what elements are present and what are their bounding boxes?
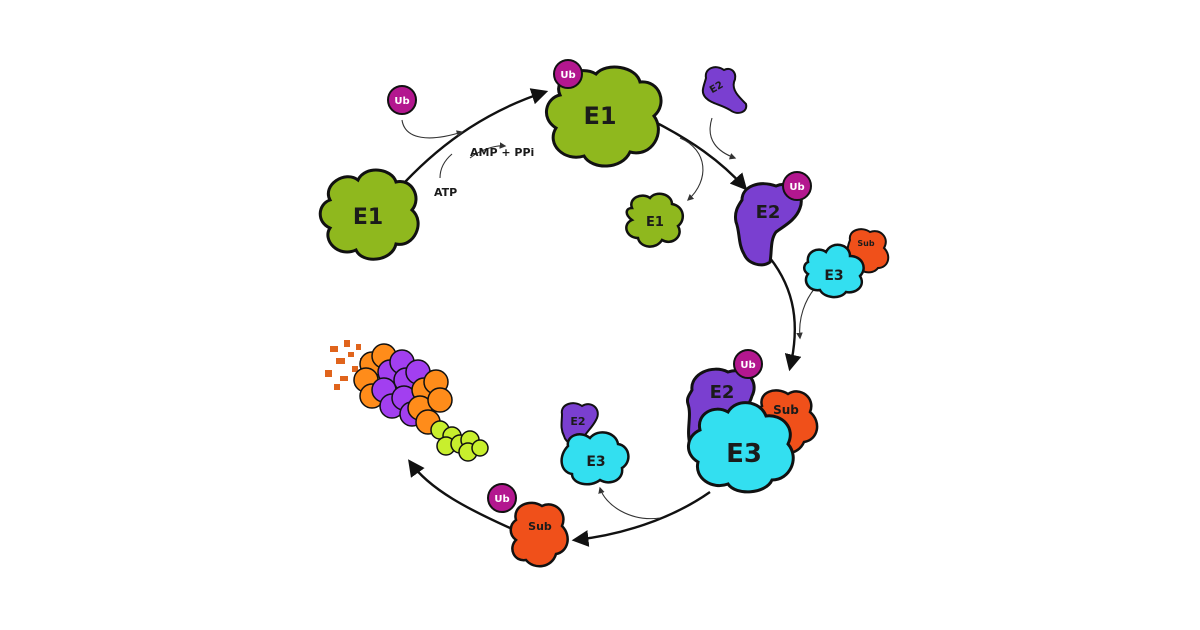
ub-molecule: [487, 483, 517, 513]
sub-label-in-complex: Sub: [773, 403, 799, 417]
e1-ubiquitin-complex: E1 Ub: [545, 59, 663, 168]
e1-label: E1: [353, 205, 383, 230]
ub-label: Ub: [789, 182, 804, 193]
e1-label-large: E1: [583, 102, 616, 130]
arrow-e1-release: [679, 137, 704, 201]
e2-enzyme-released: [560, 402, 599, 445]
arrow-e1-activation: [404, 88, 549, 183]
free-e1: E1: [318, 168, 420, 261]
ub-label: Ub: [494, 494, 509, 505]
e2-label: E2: [756, 202, 781, 223]
proteasome: [325, 340, 489, 462]
ub-label: Ub: [560, 70, 575, 81]
arrow-e2-to-e3-complex: [769, 257, 802, 372]
ub-molecule: [733, 349, 763, 379]
arrow-complex-to-ub-sub: [571, 491, 711, 547]
cycle-arrows: [404, 88, 802, 547]
arrow-ub-sub-to-proteasome: [408, 459, 511, 530]
sub-label-tagged: Sub: [528, 520, 552, 533]
released-e2-e3: E2 E3: [560, 402, 630, 486]
ubiquitinated-substrate: Sub Ub: [487, 483, 569, 568]
proteasome-regulatory-particle: [430, 420, 489, 462]
ub-molecule: [782, 171, 812, 201]
e2-enzyme-small: [701, 66, 748, 114]
e2-label-in-complex: E2: [710, 382, 735, 403]
sub-label-small: Sub: [857, 239, 874, 248]
arrow-e3-in: [796, 287, 816, 340]
arrow-amp-out: [469, 142, 507, 159]
side-arrows: [401, 117, 816, 520]
e3-label-released: E3: [586, 454, 605, 470]
e3-enzyme-released: [560, 431, 630, 486]
proteasome-cap-right: [407, 369, 453, 435]
free-e2: E2: [701, 66, 748, 114]
e1-enzyme: [318, 168, 420, 261]
e3-label-large: E3: [726, 439, 762, 469]
e2-ubiquitin-complex: E2 Ub: [734, 171, 812, 267]
atp-label: ATP: [434, 186, 457, 199]
e2-e3-substrate-complex: E2 Ub Sub E3: [686, 349, 819, 494]
released-e1: E1: [625, 192, 685, 248]
substrate-tagged: [509, 501, 569, 568]
arrow-e2-in: [709, 117, 737, 160]
free-ubiquitin: Ub: [387, 85, 417, 115]
peptide-fragments: [325, 340, 365, 390]
ub-label: Ub: [394, 96, 409, 107]
arrow-e2e3-release: [598, 486, 661, 520]
e3-enzyme-small: [803, 243, 865, 299]
e3-enzyme-large: [687, 401, 795, 494]
ub-molecule: [553, 59, 583, 89]
ub-label: Ub: [740, 360, 755, 371]
ub-molecule: [387, 85, 417, 115]
e1-label-small: E1: [646, 215, 664, 230]
e3-substrate-pair: Sub E3: [803, 228, 890, 299]
arrow-atp-in: [439, 153, 453, 179]
e2-label-released: E2: [570, 415, 585, 428]
e1-enzyme-small: [625, 192, 685, 248]
arrow-ub-in: [401, 119, 464, 139]
e2-enzyme: [734, 182, 803, 267]
e3-label-small: E3: [824, 268, 843, 284]
arrow-e1-to-e2: [654, 120, 748, 191]
amp-ppi-label: AMP + PPi: [470, 146, 534, 159]
e1-enzyme-large: [545, 65, 663, 168]
